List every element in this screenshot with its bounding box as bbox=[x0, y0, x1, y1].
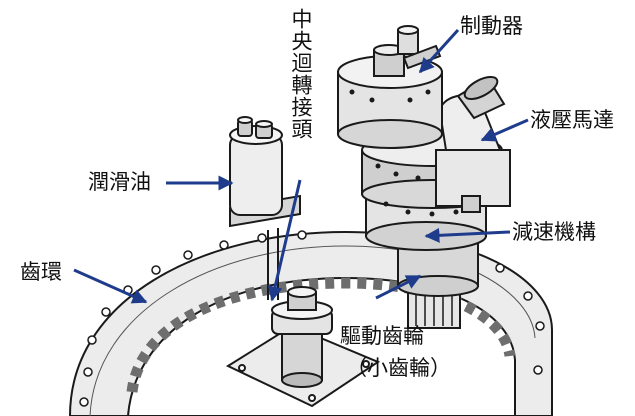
reduction-mechanism-label: 減速機構 bbox=[512, 220, 596, 244]
brake-arrow bbox=[418, 28, 460, 74]
hydraulic-motor-arrow bbox=[480, 118, 529, 142]
drive-gear-label: 驅動齒輪 bbox=[340, 324, 424, 348]
pinion-label: （小齒輪） bbox=[346, 356, 451, 380]
center-swivel-joint-label: 中央迴轉接頭 bbox=[289, 8, 313, 140]
drive-gear-arrow bbox=[375, 274, 422, 300]
leader-arrows bbox=[73, 28, 529, 304]
center-swivel-joint-drawing bbox=[225, 286, 381, 408]
hydraulic-motor-label: 液壓馬達 bbox=[530, 108, 614, 132]
brake-label: 制動器 bbox=[460, 14, 523, 38]
ring-gear-label: 齒環 bbox=[20, 260, 62, 284]
lubricant-tank-drawing bbox=[229, 116, 301, 300]
ring-bolt-holes bbox=[79, 230, 545, 407]
center-swivel-arrow bbox=[267, 179, 302, 302]
lubricant-label: 潤滑油 bbox=[88, 170, 151, 194]
ring-gear-arrow bbox=[73, 268, 148, 304]
drive-assembly-drawing bbox=[337, 25, 511, 329]
reduction-arrow bbox=[424, 227, 511, 243]
